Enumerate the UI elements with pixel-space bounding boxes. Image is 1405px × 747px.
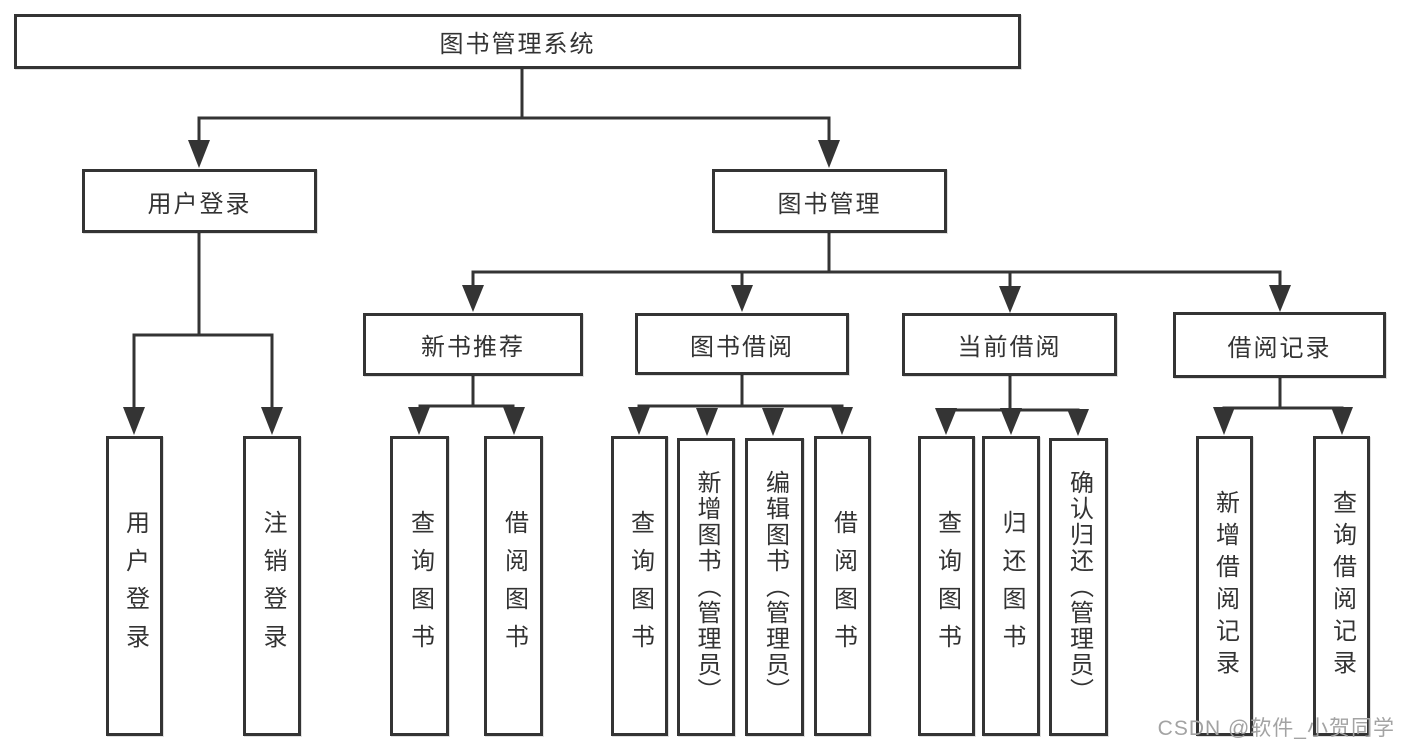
leaf-query-books-current: 查询图书 <box>918 436 975 736</box>
node-user-login: 用户登录 <box>82 169 317 233</box>
leaf-logout: 注销登录 <box>243 436 301 736</box>
leaf-user-login: 用户登录 <box>106 436 163 736</box>
node-book-borrow: 图书借阅 <box>635 313 849 375</box>
leaf-borrow-books: 借阅图书 <box>814 436 871 736</box>
node-book-management: 图书管理 <box>712 169 947 233</box>
node-new-book-recommend: 新书推荐 <box>363 313 583 376</box>
node-root-library-management-system: 图书管理系统 <box>14 14 1021 69</box>
leaf-query-books-borrow: 查询图书 <box>611 436 668 736</box>
csdn-watermark: CSDN @软件_小贺同学 <box>1157 717 1395 740</box>
leaf-query-borrow-record: 查询借阅记录 <box>1313 436 1370 736</box>
leaf-edit-book-admin: 编辑图书（管理员） <box>745 438 804 736</box>
node-borrow-records: 借阅记录 <box>1173 312 1386 378</box>
leaf-confirm-return-admin: 确认归还（管理员） <box>1049 438 1108 736</box>
leaf-add-book-admin: 新增图书（管理员） <box>677 438 735 736</box>
leaf-add-borrow-record: 新增借阅记录 <box>1196 436 1253 736</box>
leaf-query-books-recommend: 查询图书 <box>390 436 449 736</box>
leaf-return-books: 归还图书 <box>982 436 1040 736</box>
node-current-borrow: 当前借阅 <box>902 313 1117 376</box>
leaf-borrow-books-recommend: 借阅图书 <box>484 436 543 736</box>
